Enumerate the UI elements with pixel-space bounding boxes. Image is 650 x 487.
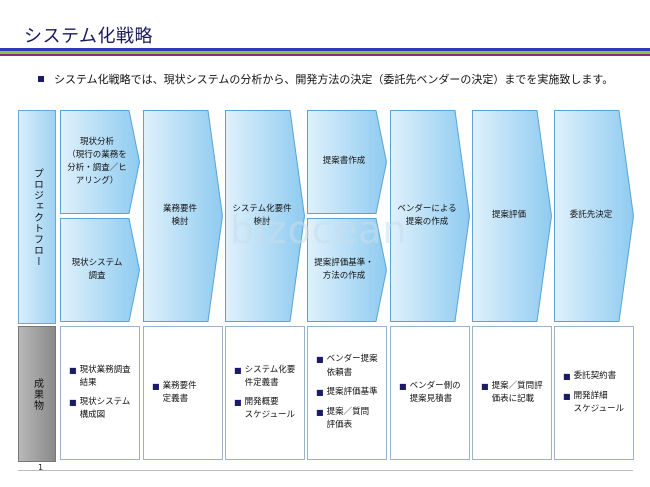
deliverable-text: 委託契約書 xyxy=(573,370,617,381)
step-vendor-proposal: ベンダーによる 提案の作成 xyxy=(390,110,470,322)
list-item: ■現状業務調査 結果 xyxy=(69,364,135,390)
project-flow-label: プロジェクトフロー xyxy=(18,110,56,324)
square-bullet-icon: ■ xyxy=(563,371,571,381)
square-bullet-icon: ■ xyxy=(481,381,489,391)
chevron-shape xyxy=(472,110,552,322)
list-item: ■提案／質問 評価表 xyxy=(316,406,382,432)
list-item: ■提案評価基準 xyxy=(316,386,382,400)
deliverable-box-proposal: ■ベンダー提案 依頼書 ■提案評価基準 ■提案／質問 評価表 xyxy=(307,326,387,460)
intro-text: システム化戦略では、現状システムの分析から、開発方法の決定（委託先ベンダーの決定… xyxy=(54,73,614,86)
square-bullet-icon: ■ xyxy=(69,398,77,407)
step-business-requirements: 業務要件 検討 xyxy=(143,110,223,322)
step-label: 提案評価 xyxy=(491,210,526,221)
square-bullet-icon: ■ xyxy=(316,355,324,365)
chevron-shape xyxy=(225,110,305,322)
square-bullet-icon: ■ xyxy=(316,387,324,397)
deliverable-text: 提案／質問評 価表に記載 xyxy=(491,380,543,404)
deliverable-box-vendor: ■ベンダー側の 提案見積書 xyxy=(390,326,470,460)
title-underline-green xyxy=(0,51,650,54)
deliverable-text: 業務要件 定義書 xyxy=(162,380,197,404)
deliverable-box-analysis: ■現状業務調査 結果 ■現状システム 構成図 xyxy=(60,326,140,460)
list-item: ■提案／質問評 価表に記載 xyxy=(481,380,547,406)
step-evaluation-criteria: 提案評価基準・ 方法の作成 xyxy=(307,218,387,322)
deliverable-text: 提案評価基準 xyxy=(326,386,378,397)
square-bullet-icon xyxy=(38,76,44,82)
deliverable-text: システム化要 件定義書 xyxy=(244,364,296,388)
step-label: 提案評価基準・ 方法の作成 xyxy=(314,257,374,281)
step-label: 業務要件 検討 xyxy=(162,203,197,227)
square-bullet-icon: ■ xyxy=(234,365,242,375)
list-item: ■委託契約書 xyxy=(563,370,629,384)
step-label: ベンダーによる 提案の作成 xyxy=(397,203,457,227)
chevron-shape xyxy=(60,110,140,214)
deliverable-text: 開発概要 スケジュール xyxy=(244,397,295,421)
list-item: ■開発概要 スケジュール xyxy=(234,396,300,422)
chevron-shape xyxy=(143,110,223,322)
square-bullet-icon: ■ xyxy=(234,398,242,407)
square-bullet-icon: ■ xyxy=(152,381,160,391)
step-proposal-evaluation: 提案評価 xyxy=(472,110,552,322)
step-system-requirements: システム化要件 検討 xyxy=(225,110,305,322)
list-item: ■開発詳細 スケジュール xyxy=(563,390,629,416)
list-item: ■システム化要 件定義書 xyxy=(234,364,300,390)
chevron-shape xyxy=(390,110,470,322)
step-label: 現状システム 調査 xyxy=(71,257,123,281)
step-proposal-creation: 提案書作成 xyxy=(307,110,387,214)
step-label: 提案書作成 xyxy=(322,156,366,167)
deliverable-text: 開発詳細 スケジュール xyxy=(573,391,624,415)
step-contractor-decision: 委託先決定 xyxy=(554,110,634,322)
chevron-shape xyxy=(307,218,387,322)
step-label: 委託先決定 xyxy=(569,210,613,221)
step-label: 現状分析 （現行の業務を 分析・調査／ヒ アリング） xyxy=(67,136,127,187)
square-bullet-icon: ■ xyxy=(399,381,407,391)
footer-divider xyxy=(18,470,633,471)
step-label: システム化要件 検討 xyxy=(232,203,292,227)
page-number: 1 xyxy=(38,463,44,472)
deliverable-text: 提案／質問 評価表 xyxy=(326,407,370,431)
list-item: ■業務要件 定義書 xyxy=(152,380,218,406)
square-bullet-icon: ■ xyxy=(563,392,571,402)
deliverable-text: 現状システム 構成図 xyxy=(79,397,131,421)
list-item: ■ベンダー側の 提案見積書 xyxy=(399,380,465,406)
deliverable-box-evaluation: ■提案／質問評 価表に記載 xyxy=(472,326,552,460)
deliverable-box-business: ■業務要件 定義書 xyxy=(143,326,223,460)
deliverables-label-text: 成果物 xyxy=(31,377,43,411)
chevron-shape xyxy=(60,218,140,322)
deliverable-box-system: ■システム化要 件定義書 ■開発概要 スケジュール xyxy=(225,326,305,460)
title-underline-blue xyxy=(0,48,650,51)
square-bullet-icon: ■ xyxy=(69,365,77,375)
page-title: システム化戦略 xyxy=(24,26,153,47)
deliverable-text: ベンダー側の 提案見積書 xyxy=(409,380,461,404)
chevron-shape xyxy=(554,110,634,322)
list-item: ■現状システム 構成図 xyxy=(69,396,135,422)
step-current-system-survey: 現状システム 調査 xyxy=(60,218,140,322)
chevron-shape xyxy=(307,110,387,214)
deliverable-text: 現状業務調査 結果 xyxy=(79,364,131,388)
project-flow-label-text: プロジェクトフロー xyxy=(31,167,43,267)
intro-bullet: システム化戦略では、現状システムの分析から、開発方法の決定（委託先ベンダーの決定… xyxy=(38,71,613,87)
list-item: ■ベンダー提案 依頼書 xyxy=(316,353,382,379)
deliverable-text: ベンダー提案 依頼書 xyxy=(326,354,378,378)
square-bullet-icon: ■ xyxy=(316,408,324,418)
deliverables-label: 成果物 xyxy=(18,326,56,462)
deliverable-box-contract: ■委託契約書 ■開発詳細 スケジュール xyxy=(554,326,634,460)
title-underline-purple xyxy=(0,54,650,56)
step-current-analysis: 現状分析 （現行の業務を 分析・調査／ヒ アリング） xyxy=(60,110,140,214)
